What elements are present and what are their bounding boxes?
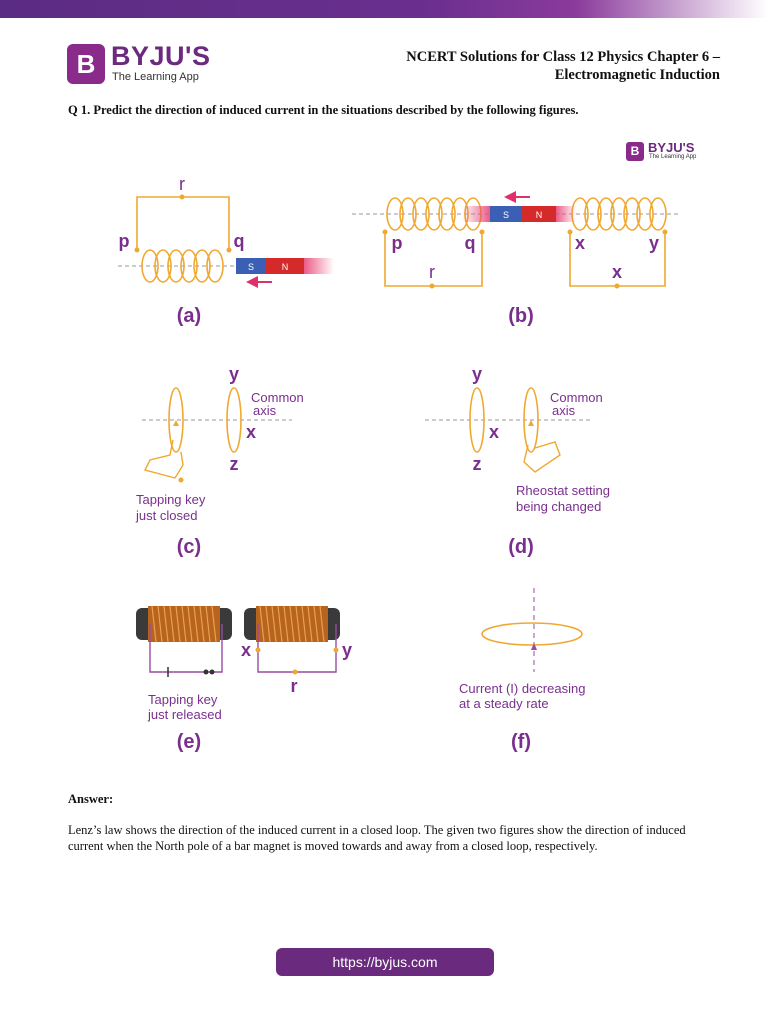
figure-logo-word: BYJU'S [648,140,695,155]
answer-text: Lenz’s law shows the direction of the in… [68,823,686,853]
magnet-n-label-a: N [282,262,289,272]
label-p-a: p [119,231,130,251]
logo-icon: B [67,44,105,84]
motion-trail-left-b [462,206,490,222]
label-q-a: q [234,231,245,251]
page-title-line2: Electromagnetic Induction [554,67,720,83]
tapping-key-c [143,439,184,479]
page-title: NCERT Solutions for Class 12 Physics Cha… [300,48,720,84]
figures-diagram: S N r p q (a) S N p [118,174,680,753]
label-x2-b: x [612,262,622,282]
figure-logo-icon: B [626,142,644,161]
note-line2-d: being changed [516,499,601,514]
axis-label-line1-d: Common [550,390,603,405]
label-r-a: r [179,174,185,194]
label-x-c: x [246,422,256,442]
figure-logo: B BYJU'S The Learning App [626,140,706,164]
solenoid-2-e [244,605,340,643]
caption-b: (b) [508,305,534,327]
label-z-c: z [230,454,239,474]
axis-label-line2-d: axis [552,403,576,418]
figure-b: S N p q r x y x (b) [352,191,680,327]
rheostat-d [523,441,561,473]
figure-logo-tagline: The Learning App [649,154,697,160]
label-p-b: p [392,233,403,253]
answer-label: Answer: [68,792,114,806]
node-p-a [134,247,140,253]
label-y-b: y [649,233,659,253]
magnet-s-a [236,258,266,274]
axis-label-line2-c: axis [253,403,277,418]
logo-word: BYJU'S [111,41,211,71]
top-banner [0,0,768,18]
label-q-b: q [465,233,476,253]
note-line1-d: Rheostat setting [516,483,610,498]
motion-trail-right-b [556,206,576,222]
current-arrow-c [173,420,179,426]
tapping-key-e [203,669,209,675]
magnet-n-b [522,206,556,222]
caption-e: (e) [177,731,201,753]
note-line1-e: Tapping key [148,692,218,707]
label-y-d: y [472,364,482,384]
current-arrow-d [528,420,534,426]
figure-a: S N r p q (a) [118,174,334,327]
label-y-e: y [342,640,352,660]
caption-a: (a) [177,305,201,327]
coil-2-d [523,387,539,453]
note-line2-c: just closed [135,508,197,523]
magnet-s-label-b: S [503,210,509,220]
label-x-e: x [241,640,251,660]
figure-d: y x z Common axis Rheostat setting being… [425,364,610,558]
note-line2-e: just released [147,707,222,722]
current-loop-f [481,622,583,646]
note-line1-f: Current (I) decreasing [459,681,585,696]
figure-c: y x z Common axis Tapping key just close… [135,364,304,558]
magnet-n-label-b: N [536,210,543,220]
page-title-line1: NCERT Solutions for Class 12 Physics Cha… [406,49,720,65]
caption-f: (f) [511,731,531,753]
note-line2-f: at a steady rate [459,696,549,711]
figure-f: Current (I) decreasing at a steady rate … [459,588,585,753]
label-z-d: z [473,454,482,474]
caption-c: (c) [177,536,201,558]
magnet-s-label-a: S [248,262,254,272]
byjus-logo[interactable]: B BYJU'S The Learning App [67,41,217,86]
label-y-c: y [229,364,239,384]
solenoid-left-b [386,197,482,231]
node-r-a [179,194,185,200]
caption-d: (d) [508,536,534,558]
coil-2-c [226,387,242,453]
coil-1-c [168,387,184,453]
magnet-n-a [266,258,304,274]
motion-trail-a [304,258,334,274]
node-q-a [226,247,232,253]
axis-label-line1-c: Common [251,390,304,405]
footer-url-link[interactable]: https://byjus.com [276,948,494,976]
label-x1-b: x [575,233,585,253]
solenoid-a [141,249,224,283]
logo-tagline: The Learning App [112,71,199,83]
circuit-wire-1-e [149,624,223,673]
label-r-b: r [429,262,435,282]
label-r-e: r [290,676,297,696]
solenoid-1-e [136,605,232,643]
circuit-wire-a [136,196,230,250]
question-text: Q 1. Predict the direction of induced cu… [68,103,579,117]
note-line1-c: Tapping key [136,492,206,507]
coil-1-d [469,387,485,453]
figure-e: x y r Tapping key just released (e) [136,605,352,753]
label-x-d: x [489,422,499,442]
magnet-s-b [490,206,522,222]
axis-arrow-f [531,643,537,650]
